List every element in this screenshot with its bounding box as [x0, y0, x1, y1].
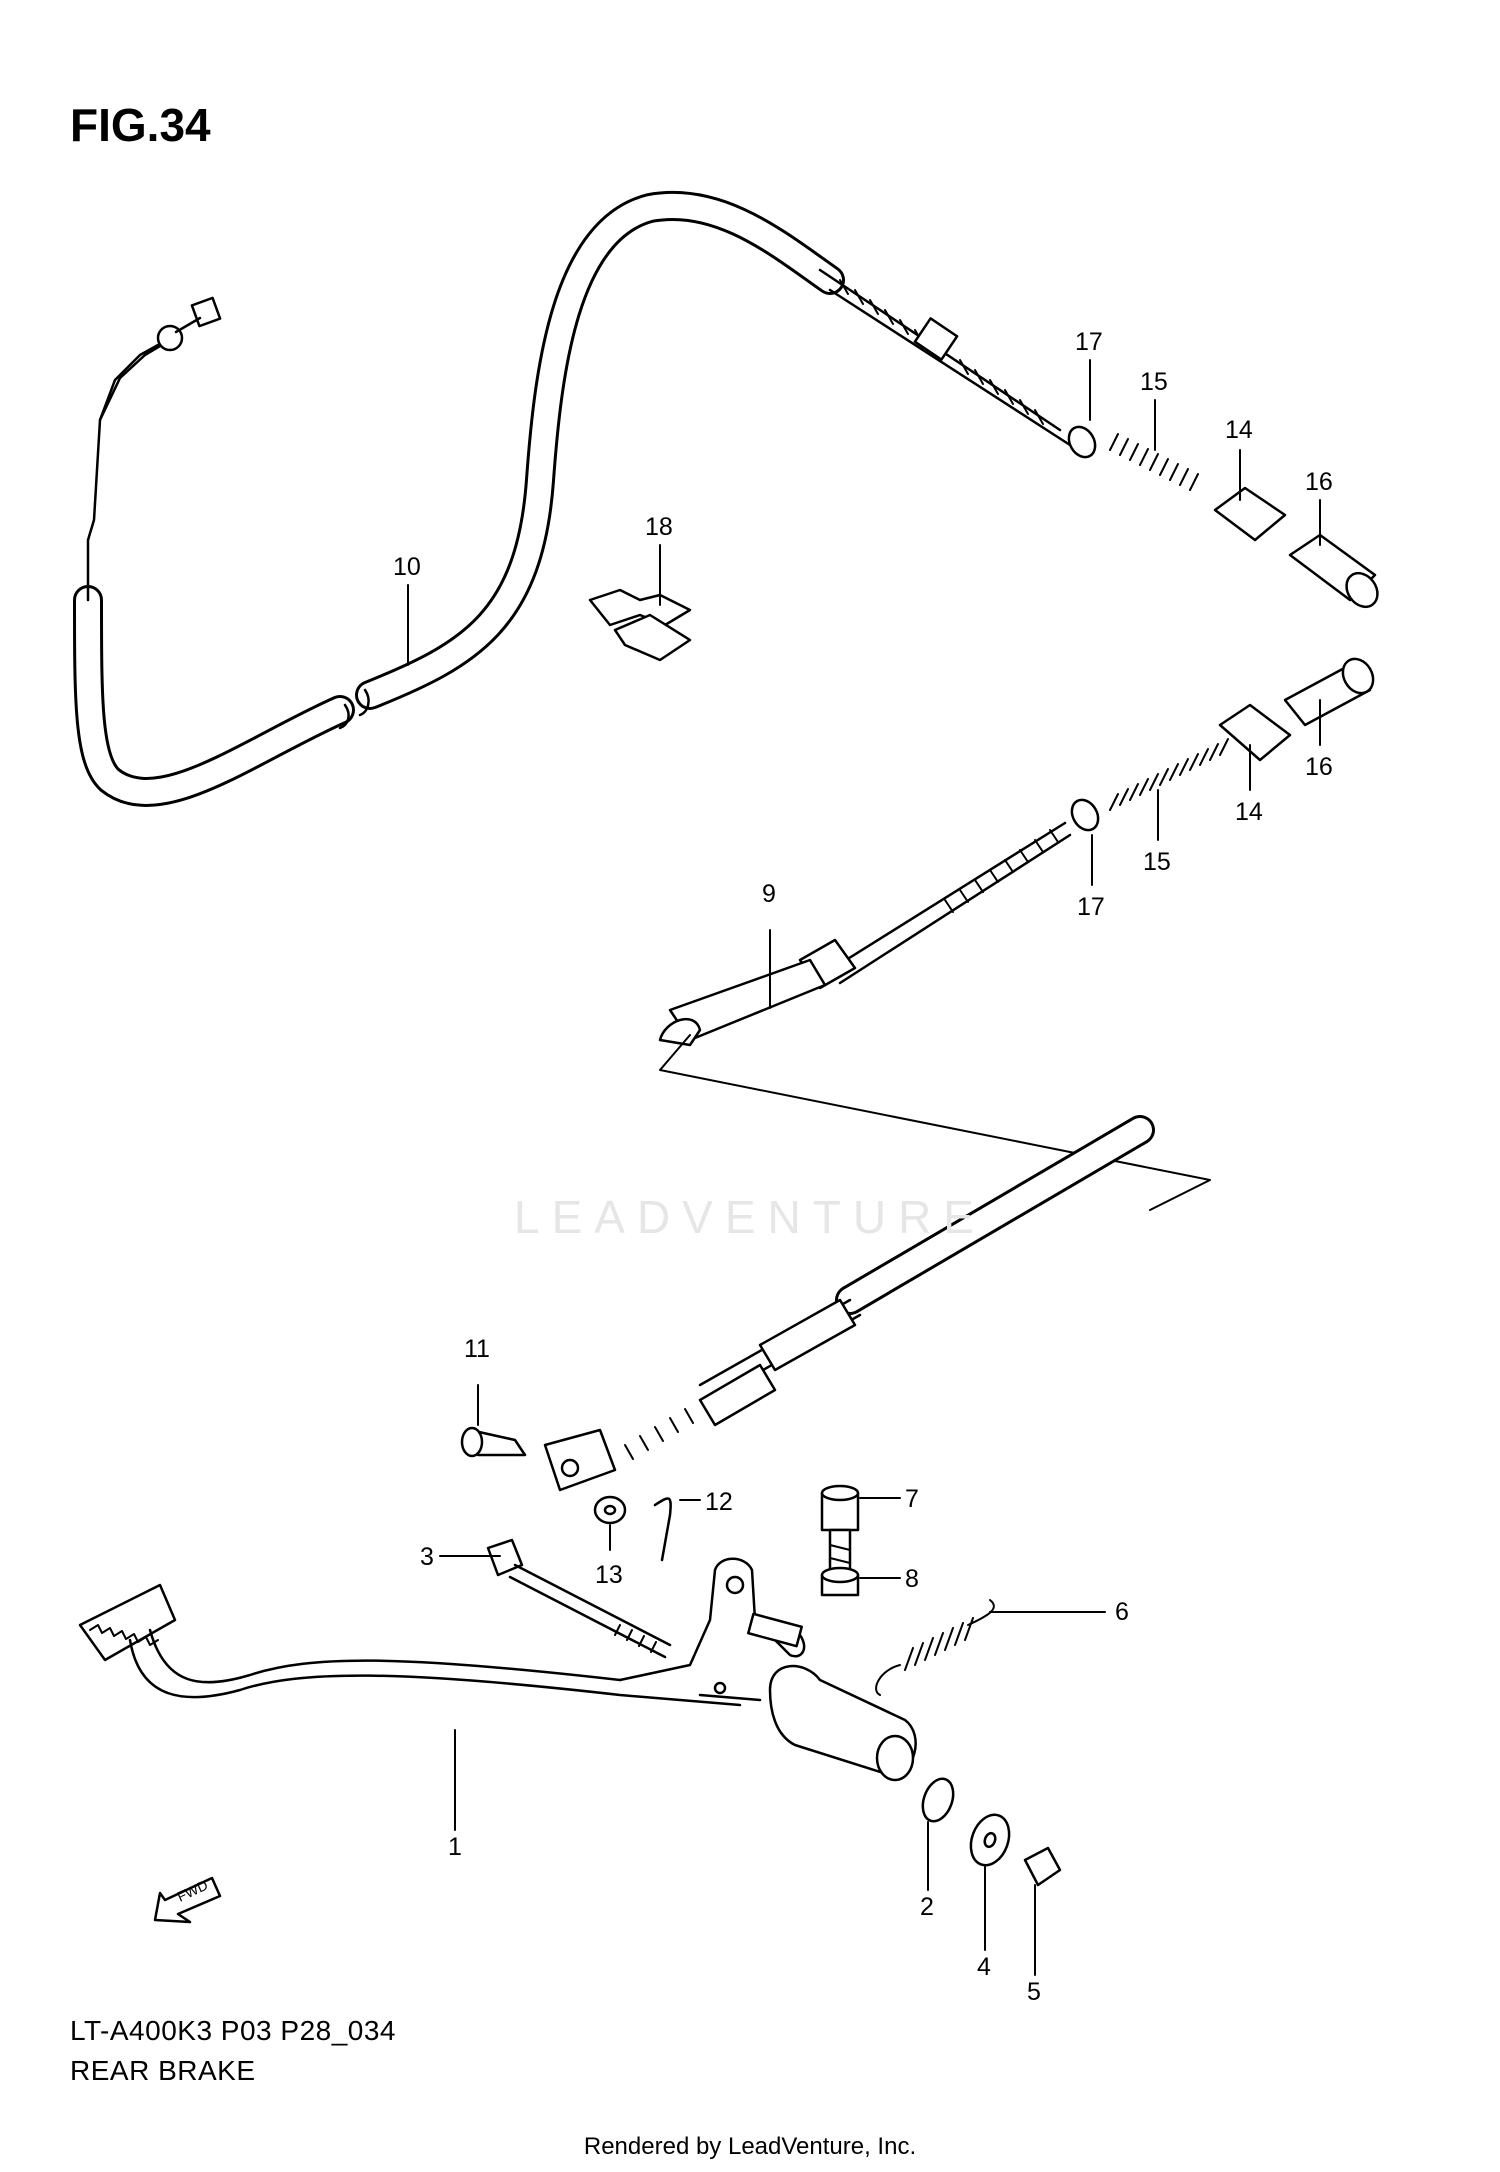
cable-clevis [543, 1428, 617, 1492]
washer-17-upper [1067, 425, 1097, 459]
adjuster-set-upper [1067, 425, 1379, 609]
joint-14-upper [1213, 486, 1287, 542]
spring-15-upper [1109, 433, 1199, 491]
watermark-text: LEADVENTURE [514, 1191, 986, 1243]
callout-13: 13 [595, 1561, 623, 1589]
callout-12: 12 [705, 1488, 733, 1516]
callout-11: 11 [464, 1335, 490, 1363]
callout-16-upper: 16 [1305, 468, 1333, 496]
callout-3: 3 [420, 1543, 434, 1571]
nut-8 [820, 1566, 860, 1597]
bolt-7 [820, 1484, 860, 1587]
brake-pedal-1 [78, 1557, 917, 1782]
callout-16-lower: 16 [1305, 753, 1333, 781]
callout-17-lower: 17 [1077, 893, 1105, 921]
adjuster-set-lower [1070, 657, 1375, 832]
callout-7: 7 [905, 1485, 919, 1513]
callout-10: 10 [393, 553, 421, 581]
brake-cable-upper [73, 190, 1072, 807]
callout-2: 2 [920, 1893, 934, 1921]
nut-5 [1023, 1846, 1062, 1887]
washer-17-lower [1070, 798, 1100, 832]
cable-barrel-end [190, 296, 222, 328]
section-name: REAR BRAKE [70, 2055, 256, 2086]
callout-6: 6 [1115, 1598, 1129, 1626]
callout-15-lower: 15 [1143, 848, 1171, 876]
o-ring-2 [921, 1777, 955, 1823]
joint-14-lower [1218, 703, 1292, 762]
leader-lines [407, 359, 1321, 1976]
callout-9: 9 [762, 880, 776, 908]
model-code: LT-A400K3 P03 P28_034 [70, 2015, 397, 2046]
spring-15-lower [1109, 738, 1229, 811]
cotter-pin-12 [653, 1497, 672, 1562]
return-spring-6 [875, 1599, 995, 1696]
callout-5: 5 [1027, 1978, 1041, 2006]
brake-cable-rear [543, 821, 1211, 1492]
callout-14-lower: 14 [1235, 798, 1263, 826]
bolt-3 [486, 1538, 672, 1659]
callout-14-upper: 14 [1225, 416, 1253, 444]
callout-8: 8 [905, 1565, 919, 1593]
callout-15-upper: 15 [1140, 368, 1168, 396]
forward-arrow-icon: FWD [153, 1877, 222, 1924]
render-credit: Rendered by LeadVenture, Inc. [583, 2133, 917, 2160]
callout-labels: 17 15 14 16 18 10 16 14 15 17 9 11 12 13… [393, 328, 1333, 2006]
figure-title: FIG.34 [70, 99, 211, 151]
callout-4: 4 [977, 1953, 991, 1981]
callout-17-upper: 17 [1075, 328, 1103, 356]
callout-1: 1 [448, 1833, 462, 1861]
callout-18: 18 [645, 513, 673, 541]
cable-clamp-18 [588, 588, 692, 662]
